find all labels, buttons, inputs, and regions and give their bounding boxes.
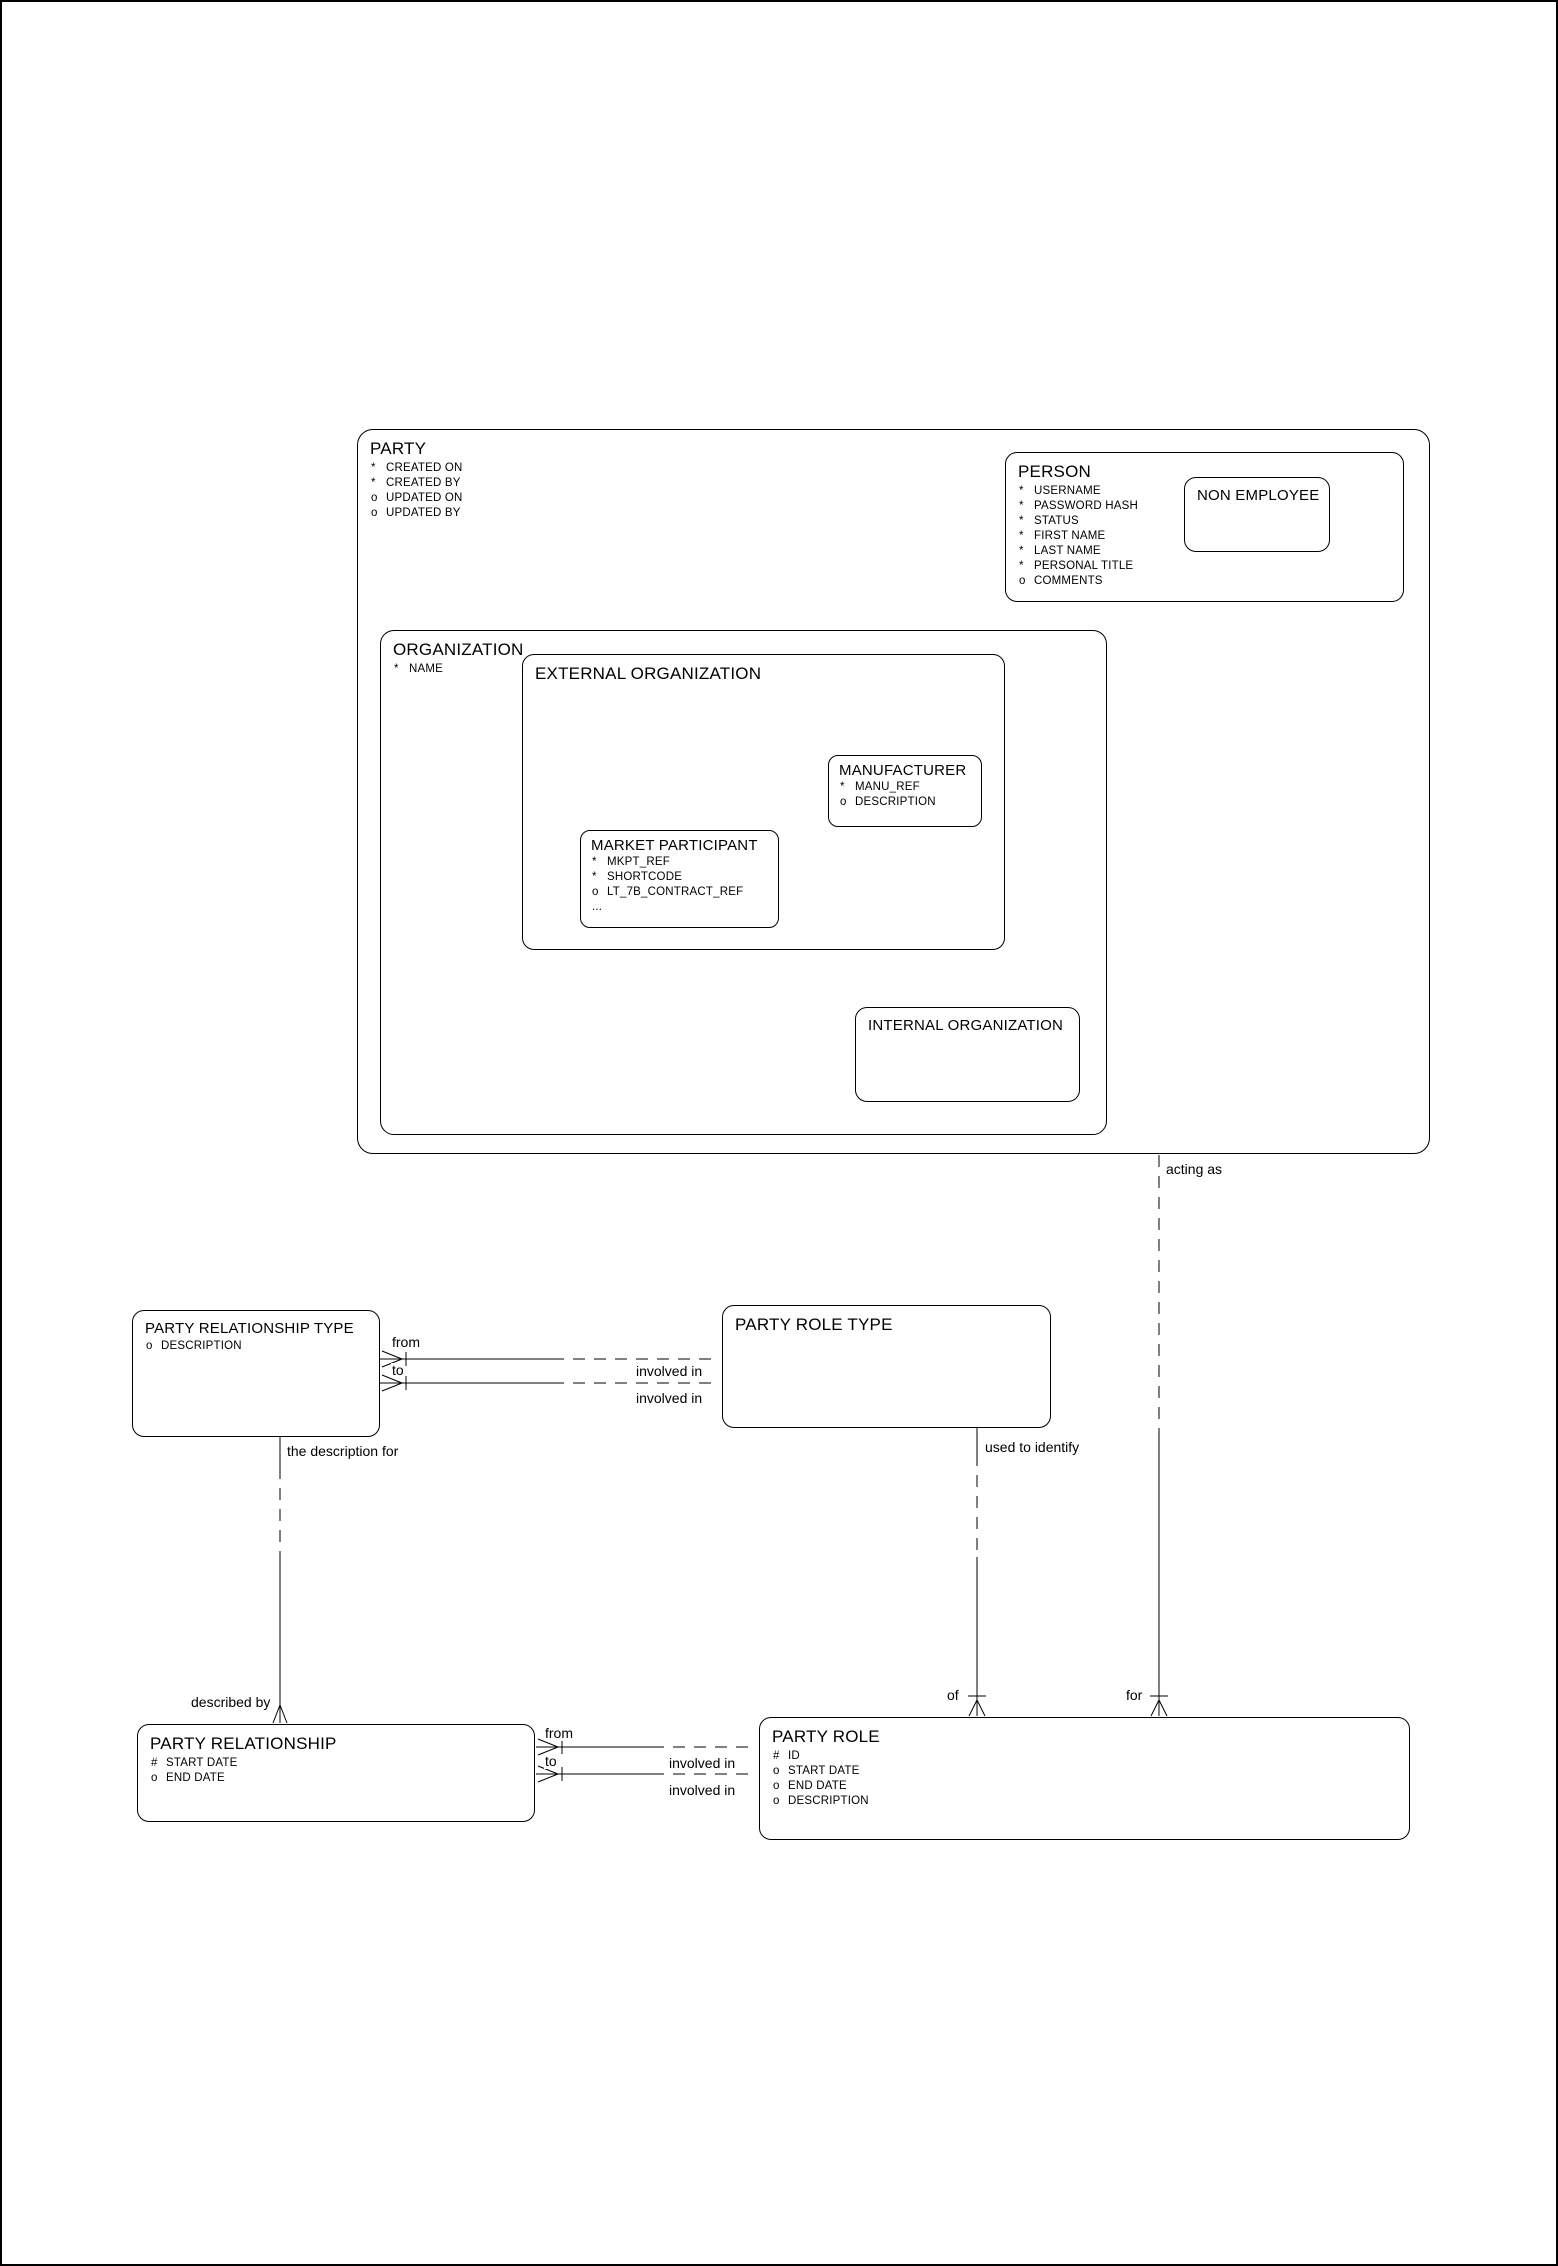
entity-title: PARTY RELATIONSHIP TYPE	[145, 1320, 354, 1337]
connector-prtype-prel	[272, 1437, 288, 1724]
attribute-row: *CREATED BY	[371, 477, 461, 489]
attribute-row: ...	[592, 901, 603, 913]
attribute-row: *FIRST NAME	[1019, 530, 1106, 542]
connector-prtype-proletype-to	[380, 1374, 720, 1392]
entity-title: PARTY	[370, 439, 427, 458]
relationship-label-used-to-identify: used to identify	[984, 1439, 1081, 1455]
relationship-label-the-description-for: the description for	[286, 1443, 400, 1459]
relationship-label-to: to	[544, 1753, 558, 1769]
attribute-row: *NAME	[394, 663, 444, 675]
relationship-label-involved-in: involved in	[635, 1363, 704, 1379]
relationship-label-acting-as: acting as	[1165, 1161, 1224, 1177]
relationship-label-for: for	[1125, 1687, 1144, 1703]
relationship-label-involved-in: involved in	[668, 1755, 737, 1771]
attribute-row: #ID	[773, 1750, 800, 1762]
relationship-label-described-by: described by	[190, 1694, 272, 1710]
attribute-row: *STATUS	[1019, 515, 1079, 527]
entity-title: MARKET PARTICIPANT	[591, 837, 758, 854]
connector-proletype-prole	[968, 1428, 986, 1717]
attribute-row: *PASSWORD HASH	[1019, 500, 1138, 512]
connector-prel-prole-from	[536, 1738, 757, 1756]
attribute-row: *CREATED ON	[371, 462, 463, 474]
attribute-row: *SHORTCODE	[592, 871, 683, 883]
relationship-label-from: from	[391, 1334, 421, 1350]
entity-title: MANUFACTURER	[839, 762, 967, 779]
connector-prtype-proletype-from	[380, 1350, 720, 1368]
attribute-row: *MKPT_REF	[592, 856, 670, 868]
relationship-label-from: from	[544, 1725, 574, 1741]
entity-title: PARTY RELATIONSHIP	[150, 1734, 337, 1753]
entity-internal-organization[interactable]: INTERNAL ORGANIZATION	[855, 1007, 1080, 1102]
entity-party-role-type[interactable]: PARTY ROLE TYPE	[722, 1305, 1051, 1428]
relationship-label-involved-in: involved in	[635, 1390, 704, 1406]
connector-prel-prole-to	[536, 1765, 757, 1783]
entity-title: EXTERNAL ORGANIZATION	[535, 664, 762, 683]
relationship-label-to: to	[391, 1362, 405, 1378]
attribute-row: #START DATE	[151, 1757, 238, 1769]
relationship-label-of: of	[946, 1687, 960, 1703]
attribute-row: *MANU_REF	[840, 781, 920, 793]
attribute-row: *USERNAME	[1019, 485, 1101, 497]
attribute-row: *LAST NAME	[1019, 545, 1101, 557]
entity-title: PERSON	[1018, 462, 1091, 481]
entity-market-participant[interactable]: MARKET PARTICIPANT *MKPT_REF *SHORTCODE …	[580, 830, 779, 928]
entity-title: ORGANIZATION	[393, 640, 524, 659]
entity-title: NON EMPLOYEE	[1197, 487, 1320, 504]
relationship-label-involved-in: involved in	[668, 1782, 737, 1798]
entity-title: INTERNAL ORGANIZATION	[868, 1017, 1064, 1034]
entity-non-employee[interactable]: NON EMPLOYEE	[1184, 477, 1330, 552]
entity-title: PARTY ROLE	[772, 1727, 880, 1746]
attribute-row: *PERSONAL TITLE	[1019, 560, 1134, 572]
connector-party-prole	[1150, 1155, 1168, 1717]
entity-title: PARTY ROLE TYPE	[735, 1315, 893, 1334]
